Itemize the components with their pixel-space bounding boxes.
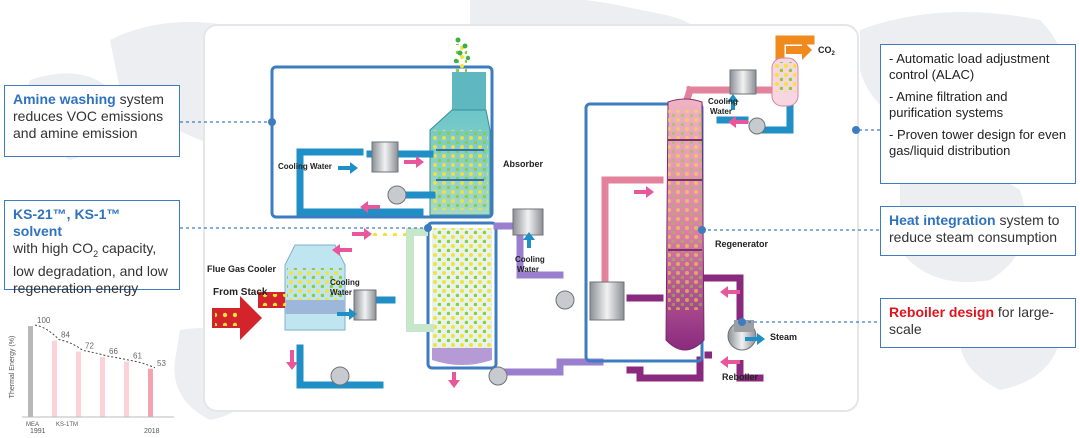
chart-bar [28, 326, 33, 417]
feature-item: - Amine filtration and purification syst… [889, 89, 1008, 120]
flow-arrows [286, 116, 748, 388]
pumps [330, 117, 766, 386]
cooling-water-arrows [337, 94, 765, 345]
absorber-tower [429, 44, 491, 216]
feature-item: - Automatic load adjustment control (ALA… [889, 51, 1050, 82]
callout-solvent-text-pre: with high CO [13, 240, 94, 256]
callout-reboiler-design-highlight: Reboiler design [889, 304, 995, 320]
callout-leader-dots [268, 118, 860, 326]
chart-value-label: 66 [109, 347, 118, 356]
regenerator-tower [665, 98, 705, 351]
chart-category-label: KS-1TM [56, 422, 78, 428]
absorber-label: Absorber [503, 159, 544, 169]
callout-amine-washing-text: system reduces VOC emissions and amine e… [13, 91, 164, 141]
callout-solvent-subscript: 2 [93, 248, 99, 259]
from-stack-label: From Stack [213, 287, 268, 298]
steam-label: Steam [770, 332, 797, 342]
chart-x-start: 1991 [30, 428, 46, 435]
chart-bar [76, 351, 81, 417]
co2-label: CO2 [818, 45, 836, 57]
flue-gas-cooler [258, 244, 346, 331]
cooling-water-label-mid-1: Cooling [515, 255, 545, 264]
chart-value-label: 53 [157, 359, 166, 368]
chart-ylabel: Thermal Energy (%) [9, 336, 16, 399]
chart-trend-line [34, 324, 156, 369]
callout-features: - Automatic load adjustment control (ALA… [880, 44, 1076, 184]
reboiler-label: Reboiler [722, 372, 759, 382]
callout-solvent: KS-21™, KS-1™ solvent with high CO2 capa… [4, 200, 180, 296]
reboiler-unit [712, 320, 757, 360]
regenerator-label: Regenerator [715, 239, 769, 249]
callout-reboiler-design: Reboiler design for large-scale [880, 298, 1076, 348]
heat-exchangers [353, 69, 757, 321]
chart-value-label: 61 [133, 352, 142, 361]
chart-value-label: 84 [61, 331, 70, 340]
callout-solvent-text-post: capacity, low degradation, and low regen… [13, 240, 168, 296]
cooling-water-label-cooler-2: Water [330, 288, 352, 297]
callout-amine-washing-highlight: Amine washing [13, 91, 116, 107]
reflux-drum [771, 57, 799, 107]
contactor-section [426, 221, 498, 370]
flue-gas-cooler-label: Flue Gas Cooler [207, 264, 277, 274]
cooling-water-label-absorber: Cooling Water [278, 162, 332, 171]
callout-solvent-highlight: KS-21™, KS-1™ solvent [13, 206, 121, 239]
callout-amine-washing: Amine washing system reduces VOC emissio… [4, 85, 180, 157]
callout-reboiler-design-text: for large-scale [889, 304, 1054, 337]
feature-item: - Proven tower design for even gas/liqui… [889, 127, 1067, 158]
chart-value-label: 100 [37, 316, 51, 325]
emission-bubbles [453, 37, 471, 64]
chart-value-label: 72 [85, 342, 94, 351]
chart-x-end: 2018 [144, 428, 160, 435]
chart-bar [124, 361, 129, 417]
cooling-water-label-mid-2: Water [517, 265, 539, 274]
co2-outlet-arrow [786, 40, 812, 60]
cooling-water-label-top-1: Cooling [708, 97, 738, 106]
callout-heat-integration: Heat integration system to reduce steam … [880, 206, 1076, 256]
chart-bar [52, 340, 57, 417]
chart-bar [148, 368, 153, 417]
pipe-network [296, 35, 815, 389]
cooling-water-label-cooler-1: Cooling [330, 278, 360, 287]
chart-category-label: MEA [26, 422, 39, 428]
cooling-water-label-top-2: Water [710, 107, 732, 116]
callout-heat-integration-text: system to reduce steam consumption [889, 212, 1060, 245]
chart-bar [100, 357, 105, 417]
absorber-highlight-box [270, 65, 494, 219]
callout-heat-integration-highlight: Heat integration [889, 212, 996, 228]
